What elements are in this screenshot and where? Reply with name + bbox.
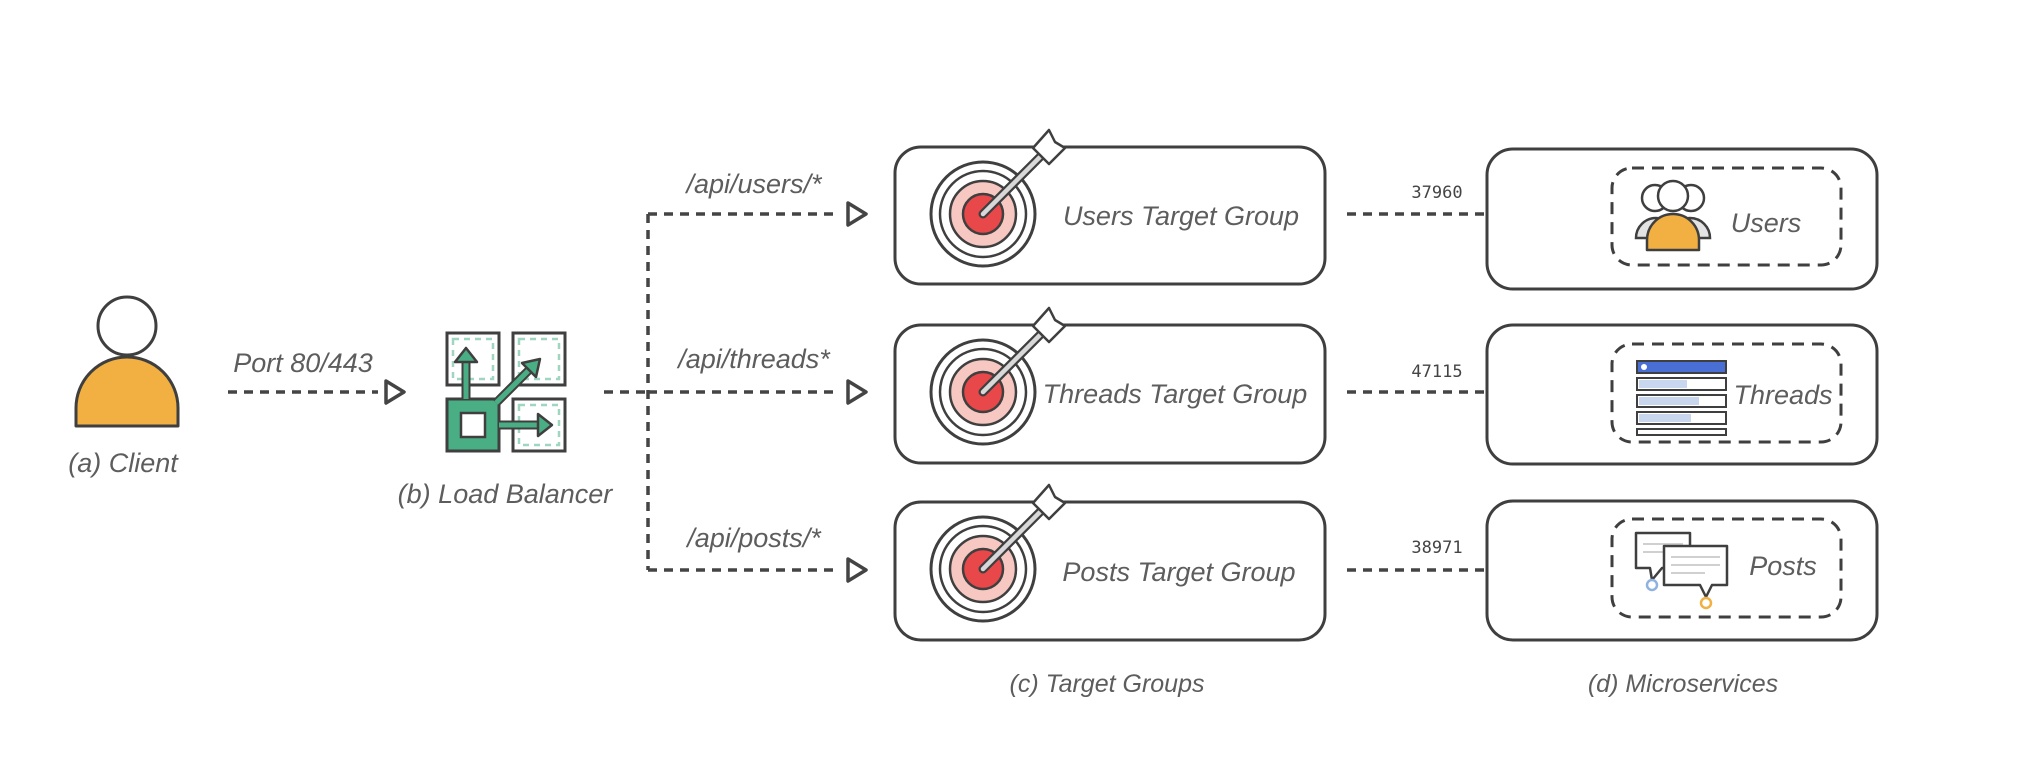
target-group-users: Users Target Group (893, 128, 1327, 286)
client-label: (a) Client (68, 448, 179, 478)
microservice-threads: Threads (1485, 323, 1879, 466)
microservice-users: Users (1485, 147, 1879, 291)
target-icon (929, 306, 1067, 446)
route-label-threads: /api/threads* (676, 344, 831, 374)
host-port-posts: 38971 (1411, 538, 1462, 558)
load-balancer-icon (445, 331, 567, 453)
host-port-threads: 47115 (1411, 362, 1462, 382)
target-group-posts: Posts Target Group (893, 483, 1327, 642)
microservice-posts: Posts (1485, 499, 1879, 642)
route-label-users: /api/users/* (684, 169, 823, 199)
target-icon (929, 128, 1067, 268)
client-node: (a) Client (68, 295, 180, 478)
target-group-label-users: Users Target Group (1063, 201, 1299, 231)
route-label-posts: /api/posts/* (685, 523, 822, 553)
client-icon (74, 295, 180, 428)
client-port-label: Port 80/443 (233, 348, 373, 378)
load-balancer-label: (b) Load Balancer (398, 479, 614, 509)
target-group-label-posts: Posts Target Group (1062, 557, 1295, 587)
target-icon (929, 483, 1067, 623)
posts-chat-icon (1634, 531, 1729, 610)
client-to-lb-connector: Port 80/443 (228, 348, 406, 405)
host-port-users: 37960 (1411, 183, 1462, 203)
microservice-label-threads: Threads (1733, 380, 1832, 410)
users-icon (1634, 179, 1712, 252)
threads-list-icon (1636, 360, 1727, 436)
lb-routing-connector (604, 201, 868, 583)
target-group-label-threads: Threads Target Group (1043, 379, 1308, 409)
microservice-label-users: Users (1731, 208, 1802, 238)
load-balancer-node: (b) Load Balancer (398, 331, 614, 509)
caption-microservices: (d) Microservices (1588, 670, 1778, 698)
microservice-label-posts: Posts (1749, 551, 1817, 581)
caption-target-groups: (c) Target Groups (1010, 670, 1205, 698)
target-group-threads: Threads Target Group (893, 306, 1327, 465)
